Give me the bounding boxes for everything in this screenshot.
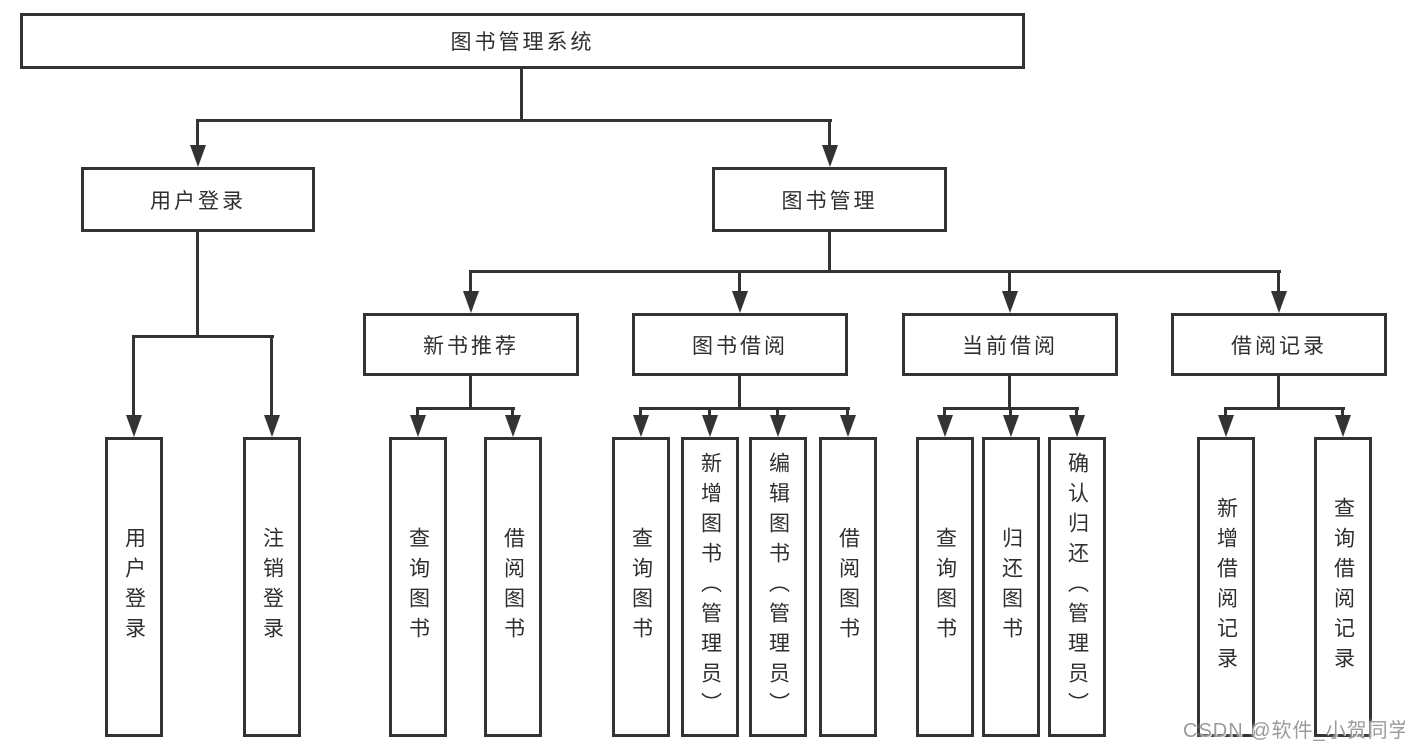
arrow-stem: [1008, 271, 1011, 295]
arrow-stem: [1075, 408, 1078, 419]
arrow-stem: [469, 271, 472, 295]
leaf-label: 借阅图书: [836, 527, 860, 647]
leaf-label: 查询图书: [629, 527, 653, 647]
arrow-stem: [639, 408, 642, 419]
connector-bar: [416, 407, 515, 410]
node-label: 新书推荐: [423, 334, 519, 358]
arrow-down-icon: [1002, 291, 1018, 313]
connector-stem: [196, 232, 199, 338]
arrow-down-icon: [126, 415, 142, 437]
leaf-edit-book-admin: 编辑图书（管理员）: [749, 437, 807, 737]
arrow-stem: [846, 408, 849, 419]
arrow-stem: [943, 408, 946, 419]
leaf-label: 新增借阅记录: [1214, 497, 1238, 677]
node-label: 图书管理系统: [450, 31, 595, 54]
node-label: 借阅记录: [1231, 334, 1327, 358]
connector-bar: [1224, 407, 1345, 410]
leaf-query-borrow-record: 查询借阅记录: [1314, 437, 1372, 737]
arrow-down-icon: [1003, 415, 1019, 437]
leaf-user-login: 用户登录: [105, 437, 163, 737]
arrow-stem: [1341, 408, 1344, 419]
arrow-stem: [270, 336, 273, 419]
leaf-label: 查询借阅记录: [1331, 497, 1355, 677]
watermark: CSDN @软件_小贺同学: [1183, 720, 1405, 742]
arrow-stem: [738, 271, 741, 295]
arrow-down-icon: [1069, 415, 1085, 437]
connector-stem: [738, 376, 741, 410]
node-current-borrowing: 当前借阅: [902, 313, 1118, 376]
connector-bar: [469, 270, 1281, 273]
arrow-down-icon: [937, 415, 953, 437]
arrow-stem: [132, 336, 135, 419]
connector-stem: [469, 376, 472, 410]
arrow-stem: [828, 120, 831, 149]
leaf-borrow-books-recommend: 借阅图书: [484, 437, 542, 737]
arrow-stem: [196, 120, 199, 149]
leaf-label: 确认归还（管理员）: [1065, 452, 1089, 722]
arrow-down-icon: [463, 291, 479, 313]
arrow-down-icon: [190, 145, 206, 167]
node-book-management: 图书管理: [712, 167, 947, 232]
node-borrowing-records: 借阅记录: [1171, 313, 1387, 376]
arrow-stem: [1277, 271, 1280, 295]
leaf-add-borrow-record: 新增借阅记录: [1197, 437, 1255, 737]
arrow-down-icon: [1271, 291, 1287, 313]
leaf-query-books-current: 查询图书: [916, 437, 974, 737]
node-label: 用户登录: [150, 189, 246, 213]
connector-stem: [520, 69, 523, 122]
connector-stem: [1277, 376, 1280, 410]
arrow-stem: [708, 408, 711, 419]
arrow-stem: [511, 408, 514, 419]
arrow-stem: [776, 408, 779, 419]
arrow-down-icon: [702, 415, 718, 437]
connector-bar: [639, 407, 850, 410]
arrow-stem: [416, 408, 419, 419]
leaf-label: 新增图书（管理员）: [698, 452, 722, 722]
arrow-down-icon: [822, 145, 838, 167]
arrow-down-icon: [264, 415, 280, 437]
connector-stem: [1008, 376, 1011, 410]
connector-stem: [828, 232, 831, 273]
arrow-stem: [1009, 408, 1012, 419]
arrow-down-icon: [840, 415, 856, 437]
leaf-logout-login: 注销登录: [243, 437, 301, 737]
arrow-down-icon: [770, 415, 786, 437]
leaf-add-book-admin: 新增图书（管理员）: [681, 437, 739, 737]
node-library-system: 图书管理系统: [20, 13, 1025, 69]
connector-bar: [132, 335, 274, 338]
leaf-return-books: 归还图书: [982, 437, 1040, 737]
arrow-down-icon: [732, 291, 748, 313]
leaf-label: 编辑图书（管理员）: [766, 452, 790, 722]
connector-bar: [196, 119, 832, 122]
node-label: 当前借阅: [962, 334, 1058, 358]
arrow-down-icon: [505, 415, 521, 437]
arrow-down-icon: [633, 415, 649, 437]
arrow-stem: [1224, 408, 1227, 419]
leaf-confirm-return-admin: 确认归还（管理员）: [1048, 437, 1106, 737]
leaf-label: 归还图书: [999, 527, 1023, 647]
leaf-label: 用户登录: [122, 527, 146, 647]
node-label: 图书借阅: [692, 334, 788, 358]
leaf-query-books-borrowing: 查询图书: [612, 437, 670, 737]
node-book-borrowing: 图书借阅: [632, 313, 848, 376]
leaf-label: 注销登录: [260, 527, 284, 647]
leaf-label: 借阅图书: [501, 527, 525, 647]
node-user-login: 用户登录: [81, 167, 315, 232]
arrow-down-icon: [1218, 415, 1234, 437]
node-label: 图书管理: [781, 189, 878, 213]
leaf-query-books-recommend: 查询图书: [389, 437, 447, 737]
arrow-down-icon: [1335, 415, 1351, 437]
arrow-down-icon: [410, 415, 426, 437]
leaf-borrow-books-borrowing: 借阅图书: [819, 437, 877, 737]
leaf-label: 查询图书: [406, 527, 430, 647]
node-new-book-recommendation: 新书推荐: [363, 313, 579, 376]
leaf-label: 查询图书: [933, 527, 957, 647]
